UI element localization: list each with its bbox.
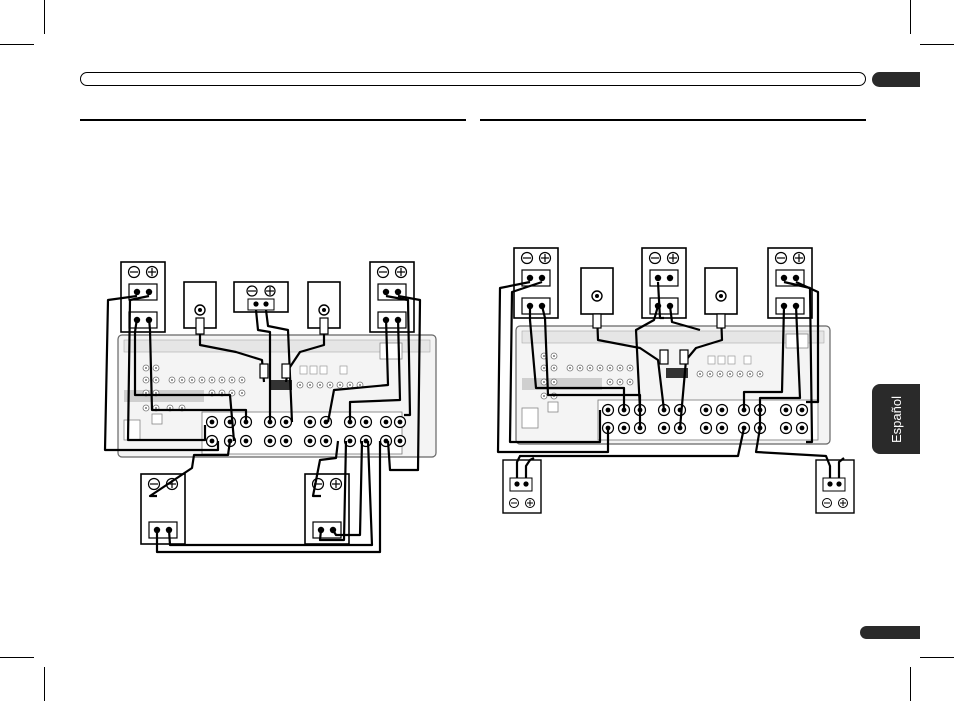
speaker-surround-right: [305, 474, 349, 544]
left-wiring-diagram: [105, 262, 436, 552]
subwoofer-3: [581, 268, 613, 314]
speaker-surround-back-right: [816, 460, 854, 513]
speaker-center-2: [642, 248, 686, 318]
speaker-surround-back-left: [503, 460, 541, 513]
speaker-terminal-block-2: [598, 400, 818, 440]
center-speaker: [234, 282, 288, 312]
speaker-surround-left: [141, 474, 185, 544]
subwoofer-4: [705, 268, 737, 314]
right-wiring-diagram: [498, 248, 854, 513]
